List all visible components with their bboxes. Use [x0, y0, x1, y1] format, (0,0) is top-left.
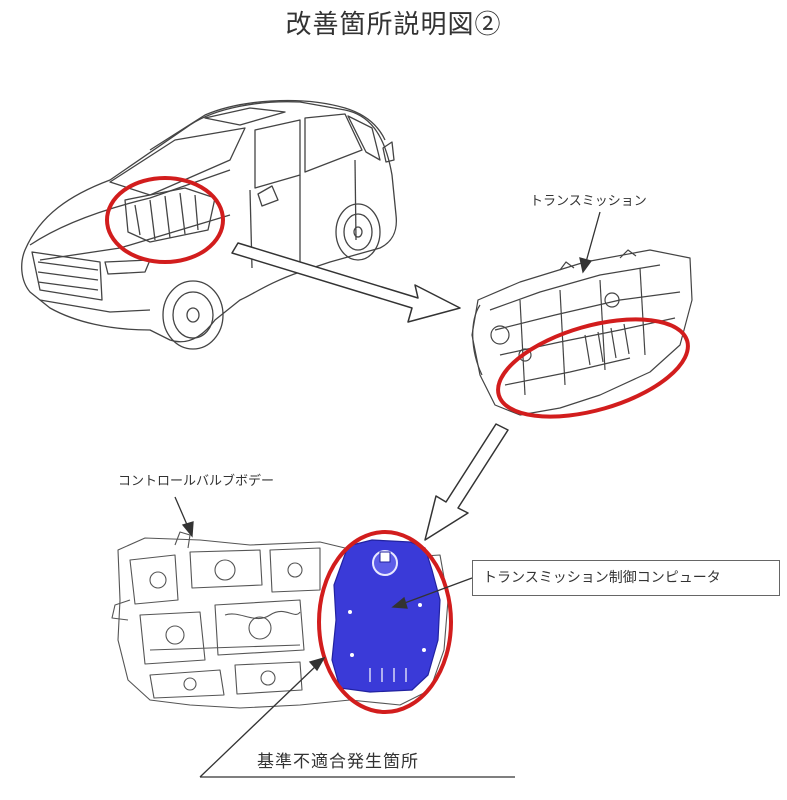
tcm-highlight-ring [317, 530, 453, 714]
arrow-transmission-to-valvebody [424, 423, 509, 541]
defect-leader [199, 656, 515, 778]
defect-location-label: 基準不適合発生箇所 [257, 752, 419, 772]
tcm-module [331, 539, 441, 693]
control-valve-body-label: コントロールバルブボデー [118, 474, 275, 489]
valvebody-leader [174, 496, 194, 538]
arrow-car-to-transmission [231, 242, 461, 323]
page-title: 改善箇所説明図② [285, 10, 502, 40]
car-illustration [21, 99, 398, 350]
transmission-label: トランスミッション [530, 194, 647, 209]
car-highlight-ring [105, 176, 225, 264]
tcm-callout-box: トランスミッション制御コンピュータ [472, 560, 780, 596]
transmission-leader [579, 211, 601, 274]
valve-body-illustration [111, 531, 449, 709]
tcm-leader [391, 577, 473, 609]
transmission-highlight-ring [496, 317, 690, 419]
transmission-illustration [471, 249, 693, 416]
